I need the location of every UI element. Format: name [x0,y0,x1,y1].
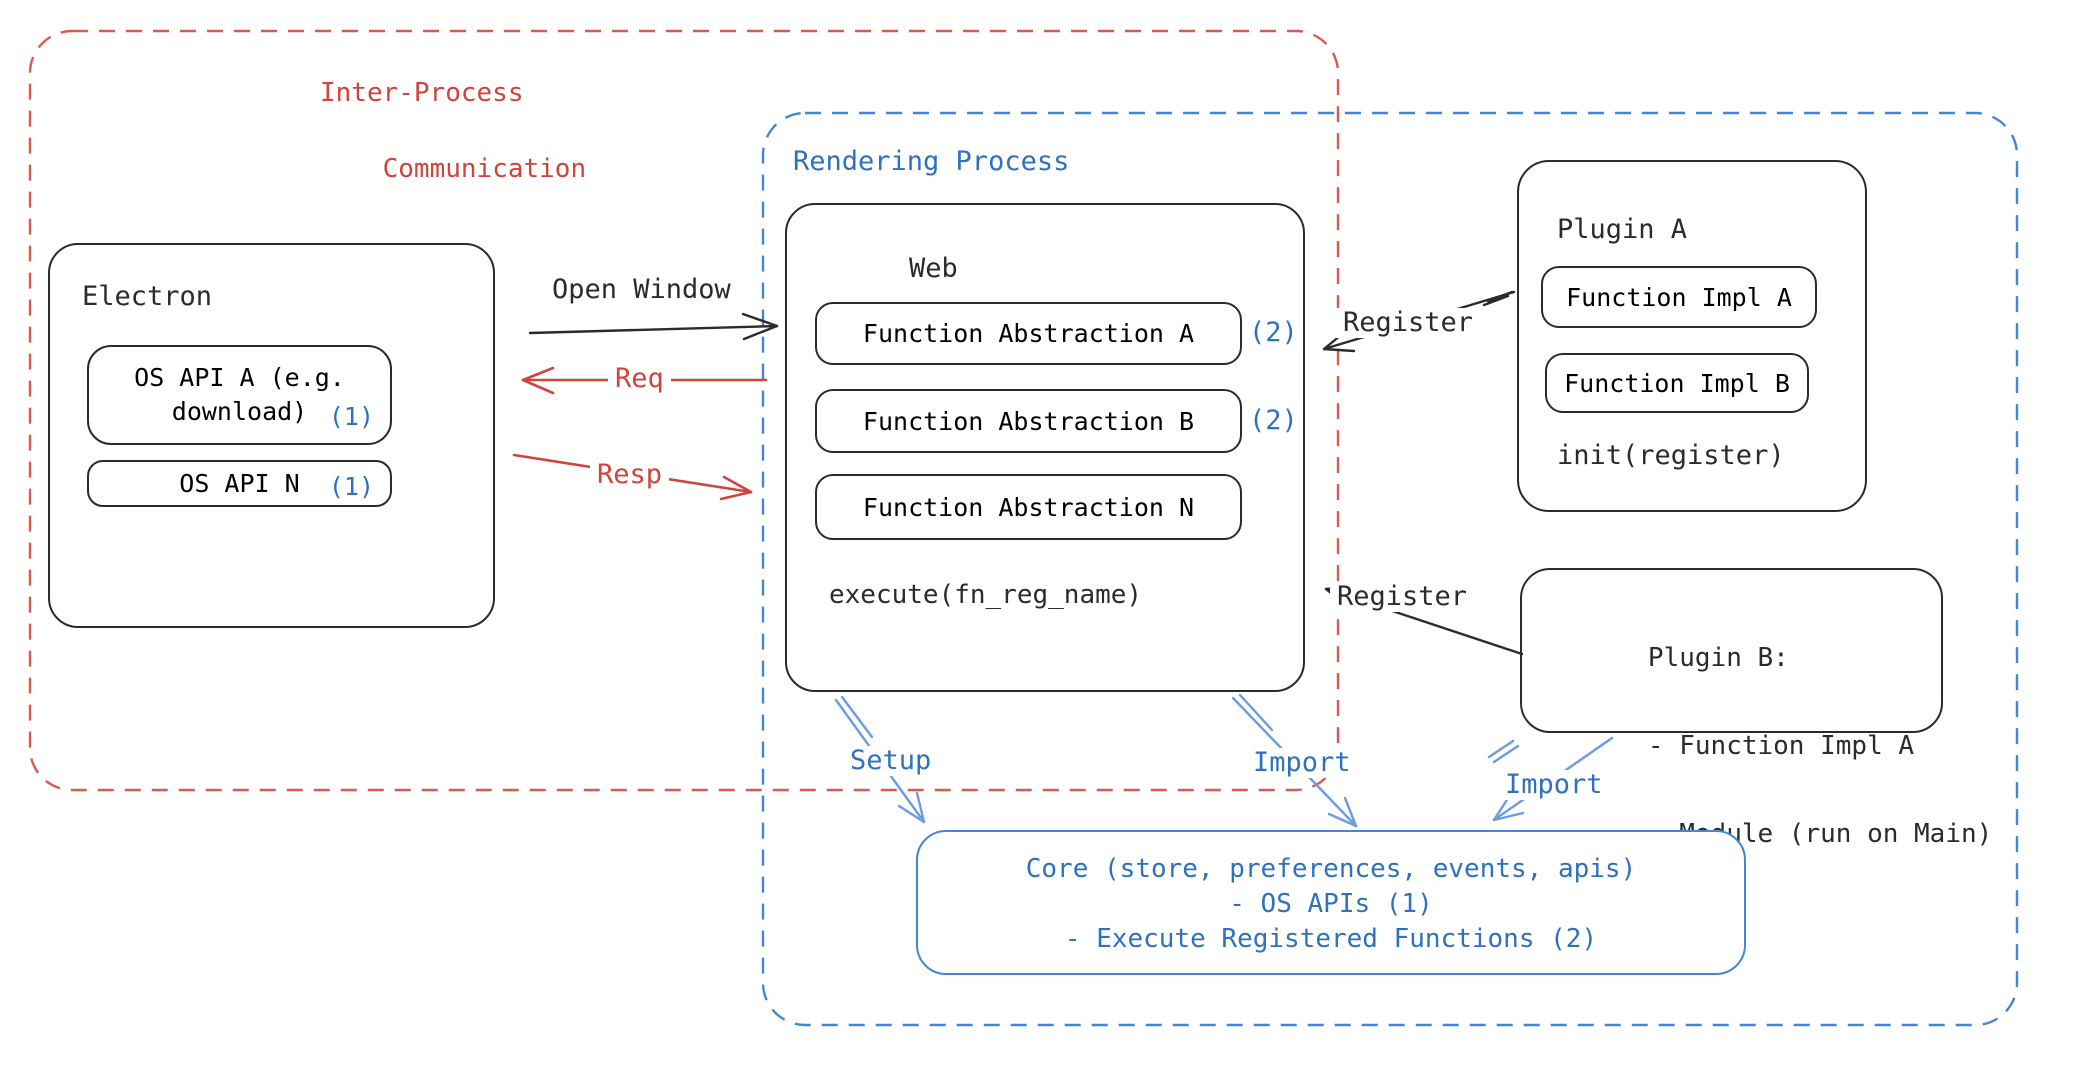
web-box: Web Function Abstraction A (2) Function … [785,203,1305,692]
core-line2: - OS APIs (1) [1229,889,1433,919]
os-api-n-box: OS API N (1) [87,460,392,507]
os-api-a-line2: download) [171,397,308,426]
rendering-process-label: Rendering Process [793,146,1070,177]
execute-label: execute(fn_reg_name) [829,580,1143,610]
init-register-label: init(register) [1557,440,1785,471]
os-api-n-label: OS API N [179,469,300,498]
open-window-arrow [528,312,779,341]
core-box: Core (store, preferences, events, apis) … [916,830,1746,975]
fn-abstraction-n-box: Function Abstraction N [815,474,1242,540]
core-line1: Core (store, preferences, events, apis) [1025,854,1637,884]
plugin-b-text: Plugin B: - Function Impl A - Module (ru… [1554,592,1992,900]
plugin-a-box: Plugin A Function Impl A Function Impl B… [1517,160,1867,512]
fn-abstraction-b-label: Function Abstraction B [862,406,1195,436]
plugin-b-line1: Plugin B: [1647,643,1789,673]
resp-label: Resp [590,460,670,490]
register-a-label: Register [1336,308,1481,338]
fn-abstraction-n-label: Function Abstraction N [862,492,1195,522]
fn-abstraction-b-badge: (2) [1249,405,1298,436]
import-web-label: Import [1246,748,1358,778]
open-window-label: Open Window [552,274,731,305]
core-line3: - Execute Registered Functions (2) [1064,924,1598,954]
os-api-a-box: OS API A (e.g. download) (1) [87,345,392,445]
os-api-a-badge: (1) [328,402,374,431]
plugin-b-line2: - Function Impl A [1647,731,1915,761]
ipc-label-line1: Inter-Process [320,78,524,108]
os-api-n-badge: (1) [328,472,374,501]
fn-abstraction-a-box: Function Abstraction A [815,302,1242,365]
os-api-a-label: OS API A (e.g. download) [134,361,345,429]
fn-abstraction-b-box: Function Abstraction B [815,389,1242,453]
electron-title: Electron [82,281,213,312]
req-label: Req [608,364,671,394]
import-plugin-label: Import [1498,770,1610,800]
ipc-label: Inter-Process Communication [320,74,586,188]
os-api-a-line1: OS API A (e.g. [134,363,345,392]
fn-impl-b-box: Function Impl B [1545,353,1809,413]
plugin-a-title: Plugin A [1557,214,1688,245]
web-title: Web [909,253,958,284]
setup-label: Setup [843,746,939,776]
plugin-b-box: Plugin B: - Function Impl A - Module (ru… [1520,568,1992,849]
fn-impl-a-label: Function Impl A [1566,282,1792,312]
fn-impl-a-box: Function Impl A [1541,266,1817,328]
fn-abstraction-a-label: Function Abstraction A [862,319,1195,348]
fn-impl-b-label: Function Impl B [1564,368,1790,398]
electron-box: Electron OS API A (e.g. download) (1) OS… [48,243,495,628]
register-b-label: Register [1330,582,1475,612]
core-text: Core (store, preferences, events, apis) … [918,832,1744,957]
fn-abstraction-a-badge: (2) [1249,317,1298,348]
ipc-label-line2: Communication [382,154,587,184]
